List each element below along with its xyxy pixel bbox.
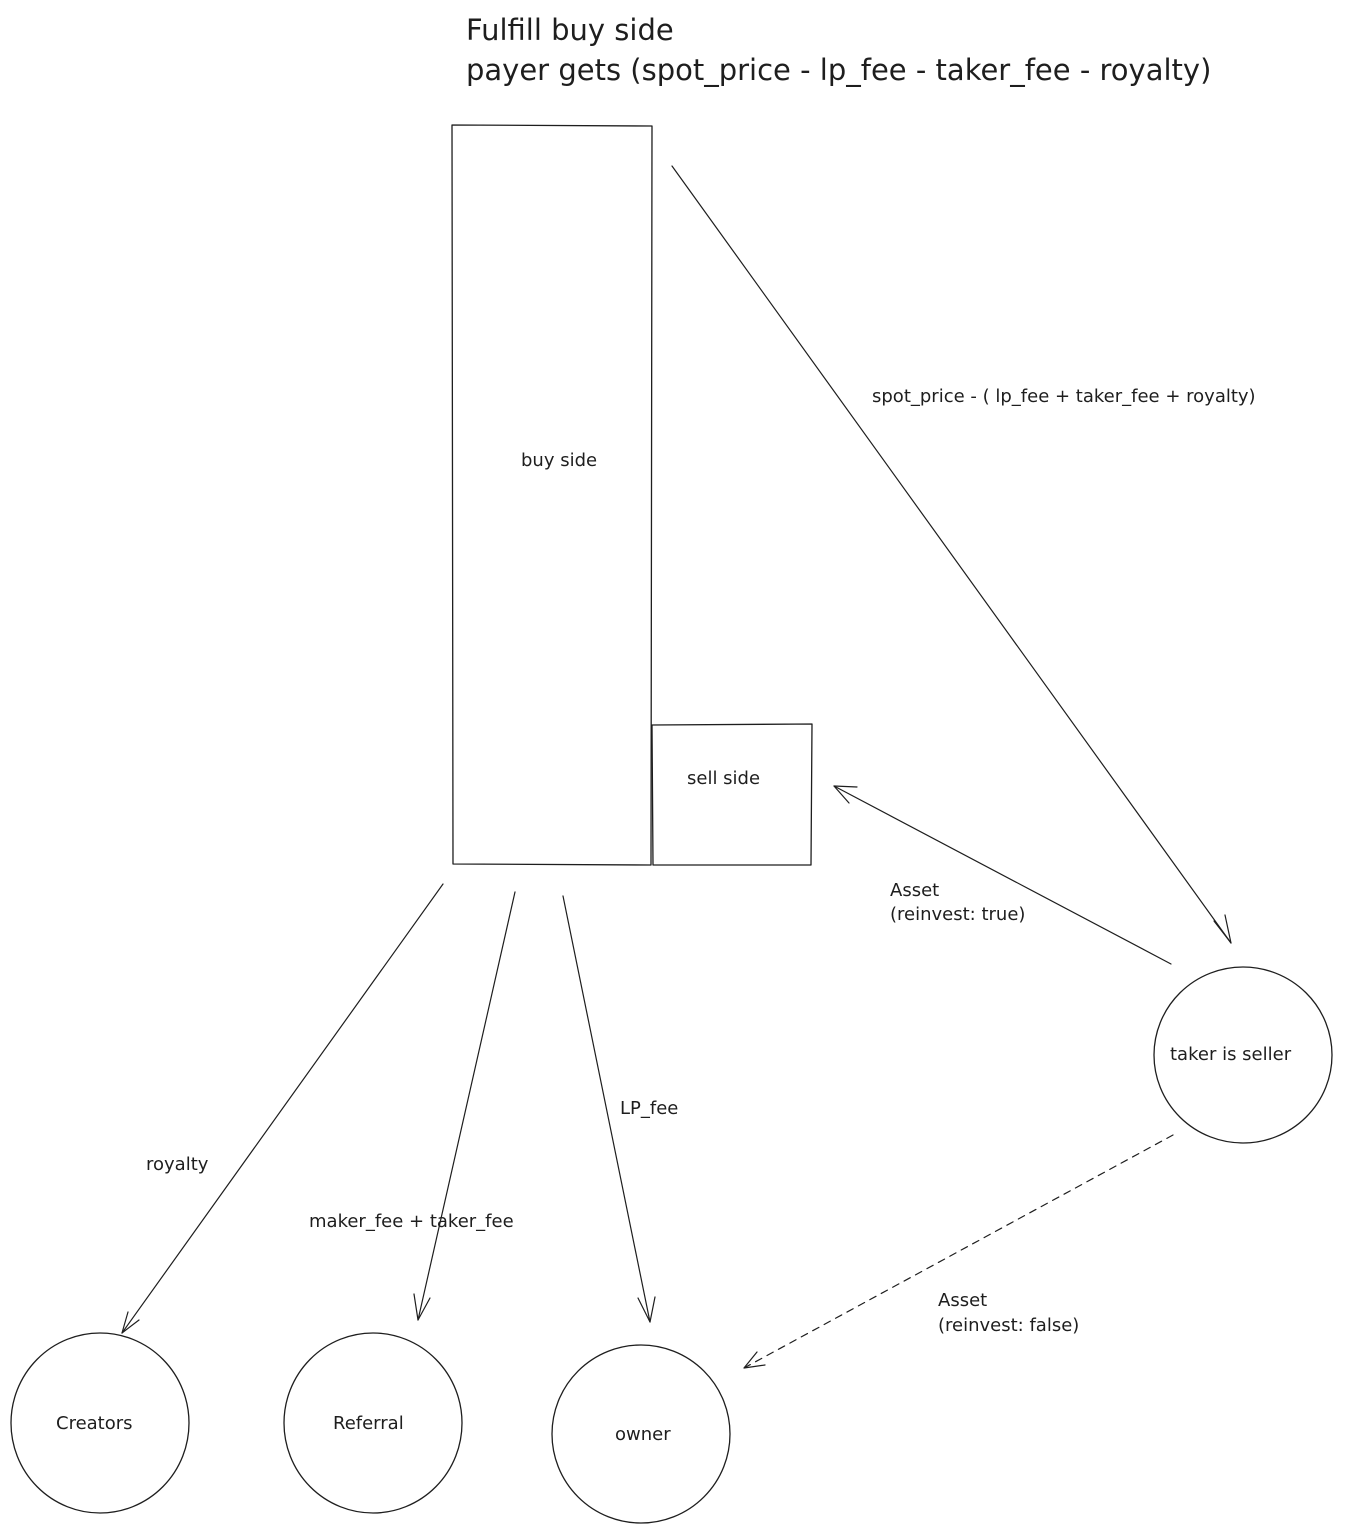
referral-node: Referral xyxy=(283,1332,463,1514)
arrow-label-asset-true-line-1: Asset xyxy=(890,880,939,901)
arrow-buy-to-referral: maker_fee + taker_fee xyxy=(309,891,516,1321)
arrow-label-asset-true-line-2: (reinvest: true) xyxy=(890,904,1025,925)
arrow-label-maker-taker-fee: maker_fee + taker_fee xyxy=(309,1211,514,1232)
arrow-buy-to-creators: royalty xyxy=(121,883,444,1334)
taker-label: taker is seller xyxy=(1170,1044,1292,1065)
sell-side-box: sell side xyxy=(651,723,813,866)
referral-label: Referral xyxy=(333,1413,404,1434)
buy-side-box: buy side xyxy=(451,124,653,866)
arrow-label-royalty: royalty xyxy=(146,1154,209,1175)
arrow-label-to-taker: spot_price - ( lp_fee + taker_fee + roya… xyxy=(872,386,1256,407)
arrow-taker-to-owner: Asset (reinvest: false) xyxy=(743,1134,1174,1369)
arrow-label-lp-fee: LP_fee xyxy=(620,1098,678,1119)
arrow-buy-to-owner: LP_fee xyxy=(562,895,678,1323)
taker-node: taker is seller xyxy=(1153,966,1333,1144)
diagram-title-line-1: Fulfill buy side xyxy=(466,13,674,47)
owner-label: owner xyxy=(615,1424,671,1445)
creators-node: Creators xyxy=(10,1332,190,1514)
arrow-label-asset-false-line-2: (reinvest: false) xyxy=(938,1315,1079,1336)
sell-side-label: sell side xyxy=(687,768,760,789)
arrow-label-asset-false-line-1: Asset xyxy=(938,1290,987,1311)
buy-side-label: buy side xyxy=(521,450,597,471)
arrow-taker-to-sell-side: Asset (reinvest: true) xyxy=(833,785,1172,965)
creators-label: Creators xyxy=(56,1413,133,1434)
diagram-title-line-2: payer gets (spot_price - lp_fee - taker_… xyxy=(466,53,1211,87)
arrow-buy-to-taker: spot_price - ( lp_fee + taker_fee + roya… xyxy=(671,165,1256,944)
owner-node: owner xyxy=(551,1344,731,1524)
